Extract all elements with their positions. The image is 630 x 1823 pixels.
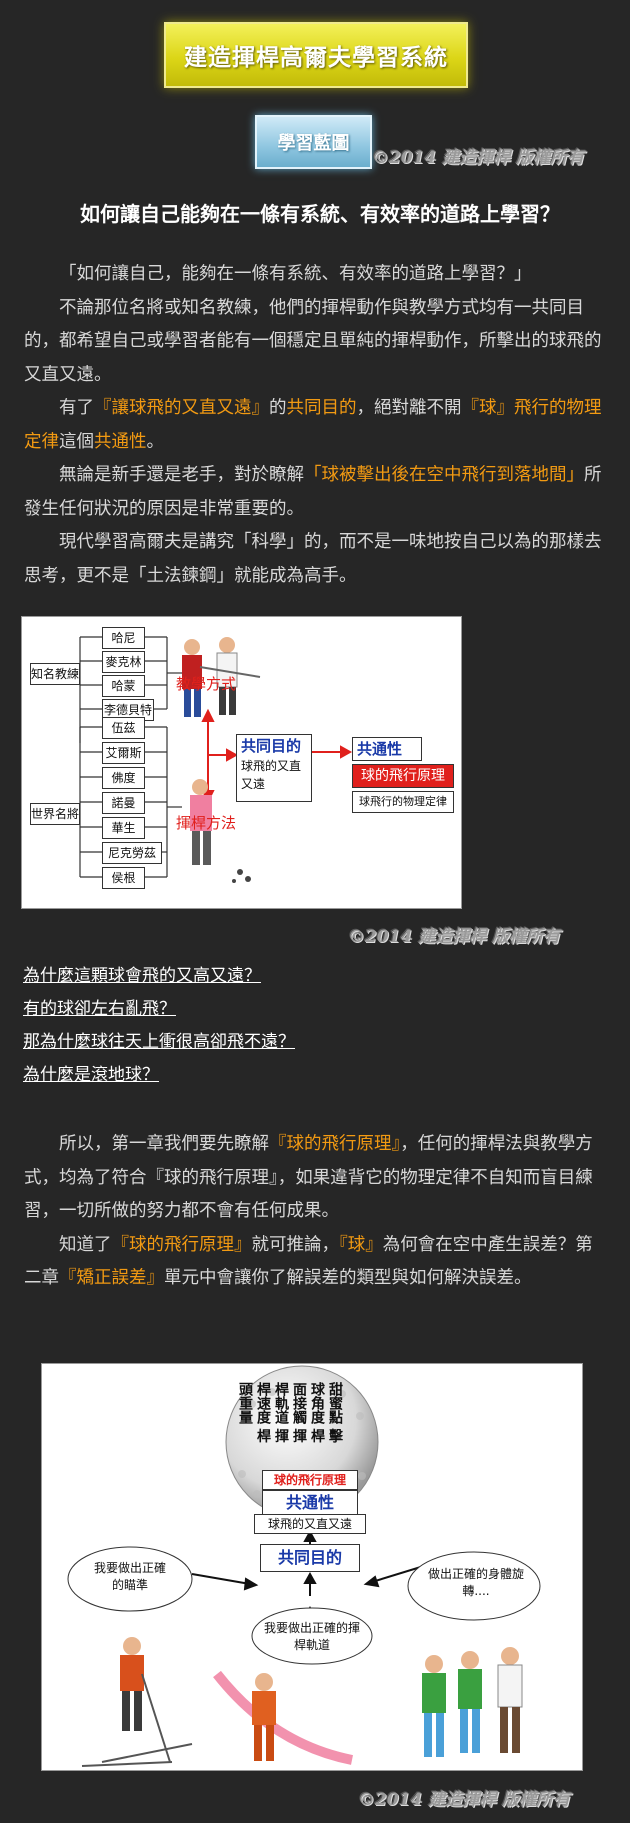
chapter-text: 所以，第一章我們要先瞭解『球的飛行原理』，任何的揮桿法與教學方式，均為了符合『球…: [24, 1128, 606, 1296]
principle-diagram-graphics: [67, 1365, 541, 1767]
chapter-paragraph-2: 知道了『球的飛行原理』就可推論，『球』為何會在空中產生誤差？第二章『矯正誤差』單…: [24, 1234, 593, 1289]
flight-principle-label: 球的飛行原理: [262, 1470, 358, 1490]
coach-item: 哈尼: [102, 627, 145, 649]
common-goal-title: 共同目的: [241, 737, 302, 755]
section-banner: 學習藍圖: [255, 115, 372, 169]
pro-item: 尼克勞茲: [102, 842, 162, 864]
coach-item: 哈蒙: [102, 675, 145, 697]
common-goal-text-1: 球飛的又直: [241, 759, 302, 773]
ball-factor: 揮桿速度: [255, 1382, 289, 1443]
coach-item: 麥克林: [102, 651, 145, 673]
player-figure: [190, 779, 251, 883]
pros-label: 世界名將: [30, 803, 80, 825]
bubble-aim-text: 我要做出正確的瞄準: [93, 1561, 166, 1592]
goal-caption: 球飛的又直又遠: [254, 1514, 366, 1534]
ball-factor: 甜蜜點: [327, 1382, 343, 1424]
speech-bubble: [407, 1551, 541, 1621]
teaching-method-label: 教學方式: [176, 675, 237, 693]
flight-principle-red: 球的飛行原理: [352, 764, 454, 788]
watermark: ©2014 建造揮桿 版權所有: [372, 148, 585, 168]
main-heading: 如何讓自己能夠在一條有系統、有效率的道路上學習？: [80, 202, 560, 226]
section-title: 學習藍圖: [277, 133, 350, 154]
ball-factor: 桿頭重量: [237, 1382, 271, 1443]
watermark: ©2014 建造揮桿 版權所有: [358, 1790, 571, 1810]
ball-factor: 擊球角度: [309, 1382, 343, 1443]
swing-method-label: 揮桿方法: [176, 814, 237, 832]
intro-paragraph-2: 有了『讓球飛的又直又遠』的共同目的，絕對離不開『球』飛行的物理定律這個共通性。: [24, 398, 602, 452]
pro-item: 華生: [102, 817, 145, 839]
intro-quote: 「如何讓自己，能夠在一條有系統、有效率的道路上學習？」: [59, 264, 532, 284]
commonality-title: 共通性: [352, 737, 422, 761]
chapter-paragraph-1: 所以，第一章我們要先瞭解『球的飛行原理』，任何的揮桿法與教學方式，均為了符合『球…: [24, 1134, 593, 1221]
ball-factor: 桿面接觸: [291, 1382, 325, 1443]
coach-figures: [182, 637, 261, 717]
intro-paragraph-3: 無論是新手還是老手，對於瞭解「球被擊出後在空中飛行到落地間」所發生任何狀況的原因…: [24, 465, 602, 519]
intro-text: 「如何讓自己，能夠在一條有系統、有效率的道路上學習？」 不論那位名將或知名教練，…: [24, 258, 606, 593]
common-goal-box: 共同目的 球飛的又直 又遠: [236, 734, 312, 802]
bubble-rotation-text: 做出正確的身體旋轉....: [428, 1567, 525, 1598]
commonality-label: 共通性: [262, 1490, 358, 1516]
question-list: 為什麼這顆球會飛的又高又遠？ 有的球卻左右亂飛？ 那為什麼球往天上衝很高卻飛不遠…: [23, 960, 295, 1092]
question-item: 那為什麼球往天上衝很高卻飛不遠？: [23, 1032, 295, 1052]
question-item: 為什麼是滾地球？: [23, 1065, 159, 1085]
ball-factors: 甜蜜點 擊球角度 桿面接觸 揮桿軌道 揮桿速度 桿頭重量: [237, 1382, 344, 1452]
learning-diagram: 知名教練 哈尼 麥克林 哈蒙 李德貝特 世界名將 伍茲 艾爾斯 佛度 諾曼 華生…: [21, 616, 462, 909]
speech-bubble: [251, 1607, 373, 1665]
golfer-figures: [81, 1637, 523, 1767]
ball-factor: 揮桿軌道: [273, 1382, 307, 1443]
pro-item: 侯根: [102, 867, 145, 889]
pro-item: 佛度: [102, 767, 145, 789]
page-title: 建造揮桿高爾夫學習系統: [184, 45, 448, 71]
intro-paragraph-1: 不論那位名將或知名教練，他們的揮桿動作與教學方式均有一共同目的，都希望自己或學習…: [24, 297, 602, 385]
diagram-lines: [79, 636, 353, 883]
pro-item: 諾曼: [102, 792, 145, 814]
intro-paragraph-4: 現代學習高爾夫是講究「科學」的，而不是一味地按自己以為的那樣去思考，更不是「土法…: [24, 532, 602, 586]
bubble-path-text: 我要做出正確的揮桿軌道: [264, 1621, 361, 1652]
pro-item: 艾爾斯: [102, 742, 145, 764]
coaches-label: 知名教練: [30, 663, 80, 685]
common-goal-label: 共同目的: [260, 1544, 360, 1572]
principle-diagram: 甜蜜點 擊球角度 桿面接觸 揮桿軌道 揮桿速度 桿頭重量 球的飛行原理 共通性 …: [41, 1363, 583, 1771]
page-title-banner: 建造揮桿高爾夫學習系統: [164, 22, 468, 88]
question-item: 為什麼這顆球會飛的又高又遠？: [23, 966, 261, 986]
pro-item: 伍茲: [102, 717, 145, 739]
physics-law-label: 球飛行的物理定律: [352, 791, 454, 813]
question-item: 有的球卻左右亂飛？: [23, 999, 176, 1019]
speech-bubble: [67, 1546, 193, 1612]
common-goal-text-2: 又遠: [241, 777, 266, 791]
watermark: ©2014 建造揮桿 版權所有: [348, 927, 561, 947]
